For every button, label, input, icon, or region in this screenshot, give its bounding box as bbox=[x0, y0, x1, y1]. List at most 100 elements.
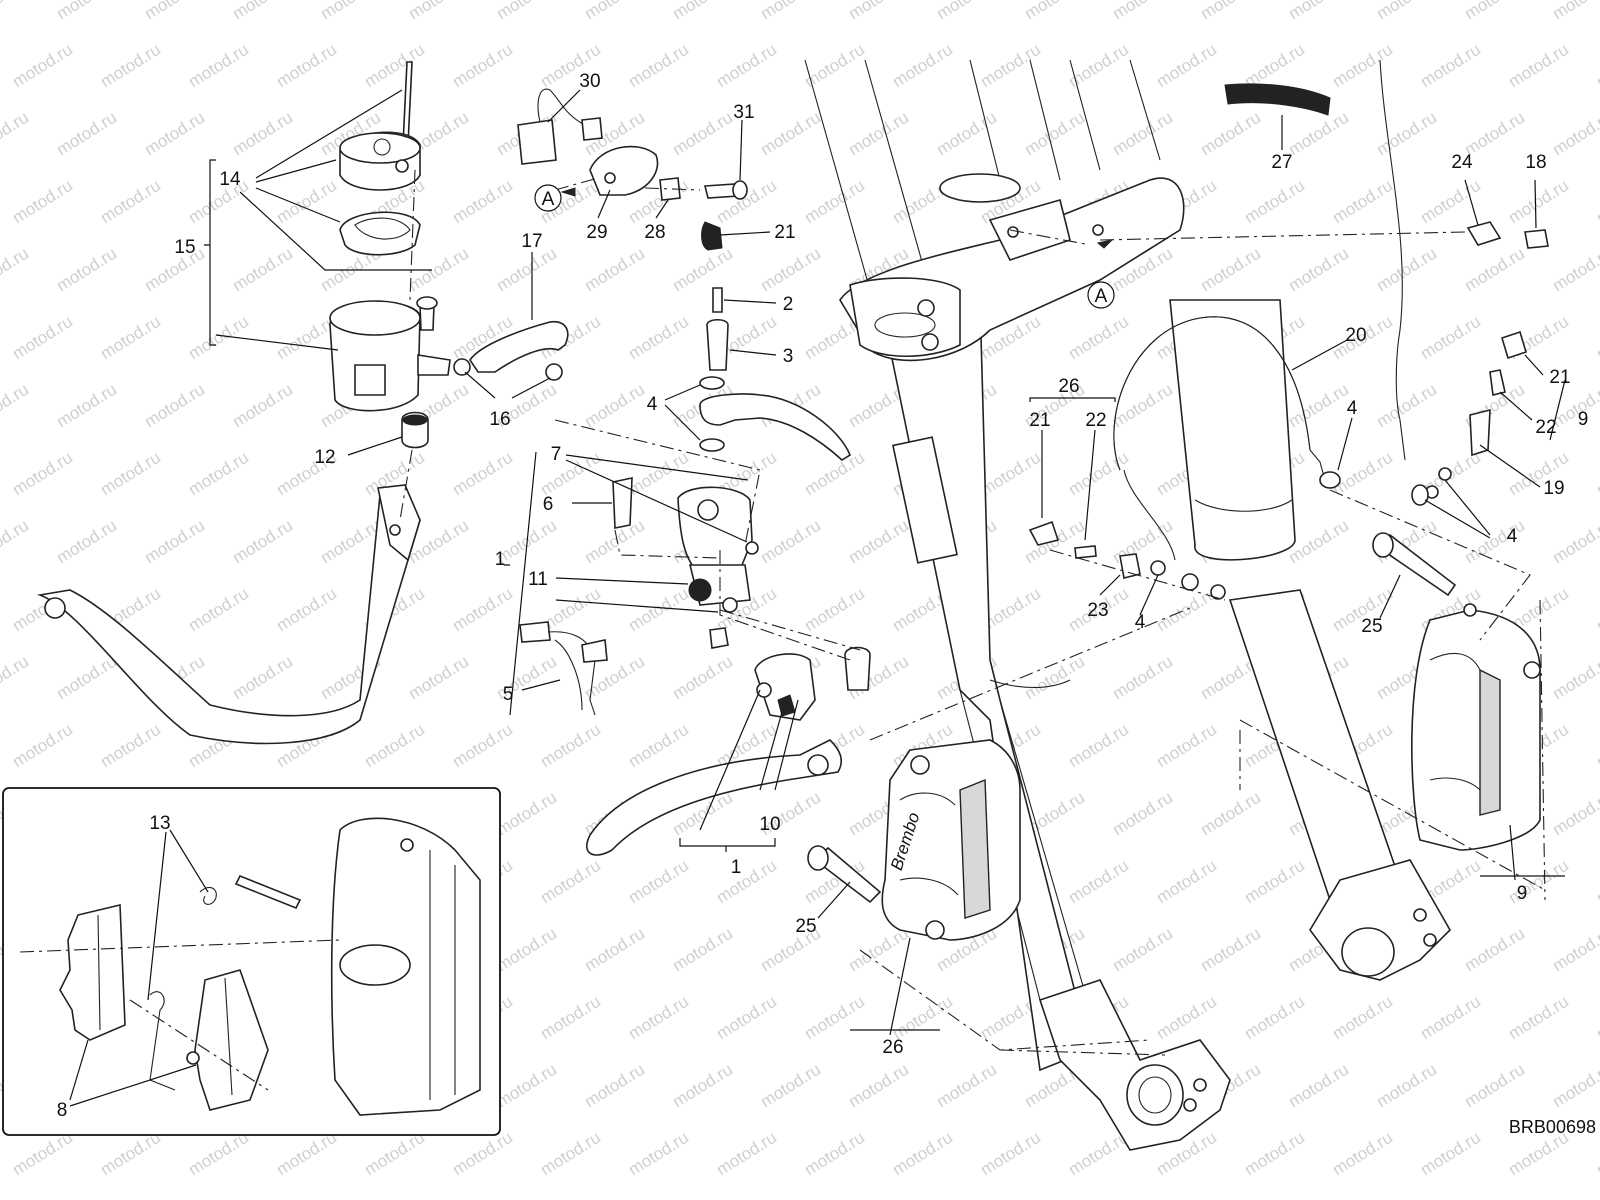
watermark-text: motod.ru bbox=[449, 40, 516, 92]
callout-16: 16 bbox=[489, 409, 510, 430]
watermark-text: motod.ru bbox=[1153, 584, 1220, 636]
callout-31: 31 bbox=[733, 102, 754, 123]
watermark-text: motod.ru bbox=[1065, 448, 1132, 500]
watermark-text: motod.ru bbox=[669, 652, 736, 704]
callout-19: 19 bbox=[1543, 478, 1564, 499]
callout-3: 3 bbox=[783, 346, 794, 367]
watermark-text: motod.ru bbox=[449, 720, 516, 772]
callout-4-right-top: 4 bbox=[1347, 398, 1358, 419]
watermark-text: motod.ru bbox=[53, 0, 120, 23]
watermark-text: motod.ru bbox=[1549, 244, 1600, 296]
watermark-text: motod.ru bbox=[1021, 0, 1088, 23]
watermark-text: motod.ru bbox=[449, 448, 516, 500]
watermark-text: motod.ru bbox=[1549, 788, 1600, 840]
watermark-text: motod.ru bbox=[405, 0, 472, 23]
watermark-text: motod.ru bbox=[669, 1060, 736, 1112]
reference-marker-a-left: A bbox=[534, 184, 576, 212]
callout-4-right: 4 bbox=[1507, 526, 1518, 547]
watermark-text: motod.ru bbox=[757, 516, 824, 568]
watermark-text: motod.ru bbox=[845, 1060, 912, 1112]
watermark-text: motod.ru bbox=[625, 40, 692, 92]
watermark-text: motod.ru bbox=[9, 40, 76, 92]
watermark-text: motod.ru bbox=[0, 108, 32, 160]
watermark-text: motod.ru bbox=[581, 244, 648, 296]
callout-11: 11 bbox=[528, 569, 548, 590]
watermark-text: motod.ru bbox=[1197, 0, 1264, 23]
watermark-text: motod.ru bbox=[1505, 856, 1572, 908]
watermark-text: motod.ru bbox=[1021, 108, 1088, 160]
callout-labels: 14 15 12 16 17 30 31 29 28 21 2 3 4 7 6 … bbox=[57, 71, 1589, 1121]
callout-21-top: 21 bbox=[774, 222, 795, 243]
watermark-text: motod.ru bbox=[1153, 40, 1220, 92]
watermark-text: motod.ru bbox=[53, 108, 120, 160]
watermark-text: motod.ru bbox=[405, 652, 472, 704]
watermark-text: motod.ru bbox=[537, 1128, 604, 1180]
watermark-text: motod.ru bbox=[1109, 788, 1176, 840]
watermark-text: motod.ru bbox=[0, 380, 32, 432]
watermark-text: motod.ru bbox=[581, 924, 648, 976]
watermark-text: motod.ru bbox=[361, 720, 428, 772]
watermark-text: motod.ru bbox=[185, 584, 252, 636]
watermark-text: motod.ru bbox=[1241, 856, 1308, 908]
watermark-text: motod.ru bbox=[9, 448, 76, 500]
watermark-text: motod.ru bbox=[933, 1060, 1000, 1112]
watermark-text: motod.ru bbox=[1417, 1128, 1484, 1180]
watermark-text: motod.ru bbox=[757, 1060, 824, 1112]
master-cylinder-assembly bbox=[517, 88, 871, 856]
reservoir-mount-bracket bbox=[36, 484, 421, 745]
watermark-text: motod.ru bbox=[97, 40, 164, 92]
watermark-text: motod.ru bbox=[625, 992, 692, 1044]
watermark-text: motod.ru bbox=[977, 40, 1044, 92]
callout-28: 28 bbox=[644, 222, 665, 243]
callout-1-side: 1 bbox=[495, 549, 506, 570]
watermark-text: motod.ru bbox=[141, 516, 208, 568]
watermark-text: motod.ru bbox=[0, 0, 32, 23]
watermark-text: motod.ru bbox=[1593, 448, 1600, 500]
watermark-text: motod.ru bbox=[0, 516, 32, 568]
watermark-text: motod.ru bbox=[1021, 652, 1088, 704]
watermark-text: motod.ru bbox=[53, 516, 120, 568]
watermark-text: motod.ru bbox=[0, 244, 32, 296]
callout-4-top: 4 bbox=[647, 394, 658, 415]
watermark-text: motod.ru bbox=[1329, 992, 1396, 1044]
watermark-text: motod.ru bbox=[1285, 244, 1352, 296]
reference-marker-a-right: A bbox=[1087, 239, 1115, 309]
watermark-text: motod.ru bbox=[1505, 992, 1572, 1044]
watermark-text: motod.ru bbox=[97, 176, 164, 228]
callout-10: 10 bbox=[759, 814, 780, 835]
watermark-text: motod.ru bbox=[141, 0, 208, 23]
watermark-text: motod.ru bbox=[493, 1060, 560, 1112]
svg-text:A: A bbox=[542, 189, 555, 210]
watermark-text: motod.ru bbox=[669, 0, 736, 23]
watermark-text: motod.ru bbox=[9, 720, 76, 772]
callout-20: 20 bbox=[1345, 325, 1366, 346]
watermark-text: motod.ru bbox=[1109, 652, 1176, 704]
watermark-text: motod.ru bbox=[581, 0, 648, 23]
watermark-text: motod.ru bbox=[713, 1128, 780, 1180]
callout-17: 17 bbox=[521, 231, 542, 252]
watermark-text: motod.ru bbox=[581, 380, 648, 432]
watermark-text: motod.ru bbox=[361, 40, 428, 92]
watermark-text: motod.ru bbox=[1153, 720, 1220, 772]
inset-brake-pad-detail bbox=[2, 787, 501, 1136]
watermark-text: motod.ru bbox=[185, 448, 252, 500]
callout-12: 12 bbox=[314, 447, 335, 468]
watermark-text: motod.ru bbox=[1593, 176, 1600, 228]
watermark-text: motod.ru bbox=[977, 1128, 1044, 1180]
callout-21-right: 21 bbox=[1549, 367, 1570, 388]
watermark-text: motod.ru bbox=[1153, 992, 1220, 1044]
watermark-text: motod.ru bbox=[801, 1128, 868, 1180]
watermark-text: motod.ru bbox=[537, 992, 604, 1044]
watermark-text: motod.ru bbox=[977, 448, 1044, 500]
watermark-text: motod.ru bbox=[1065, 720, 1132, 772]
watermark-text: motod.ru bbox=[757, 244, 824, 296]
watermark-text: motod.ru bbox=[1373, 244, 1440, 296]
watermark-text: motod.ru bbox=[1109, 0, 1176, 23]
watermark-text: motod.ru bbox=[801, 176, 868, 228]
watermark-text: motod.ru bbox=[537, 856, 604, 908]
watermark-text: motod.ru bbox=[757, 0, 824, 23]
callout-1-bottom: 1 bbox=[731, 857, 742, 878]
alignment-lines bbox=[19, 169, 1546, 1091]
watermark-text: motod.ru bbox=[669, 108, 736, 160]
